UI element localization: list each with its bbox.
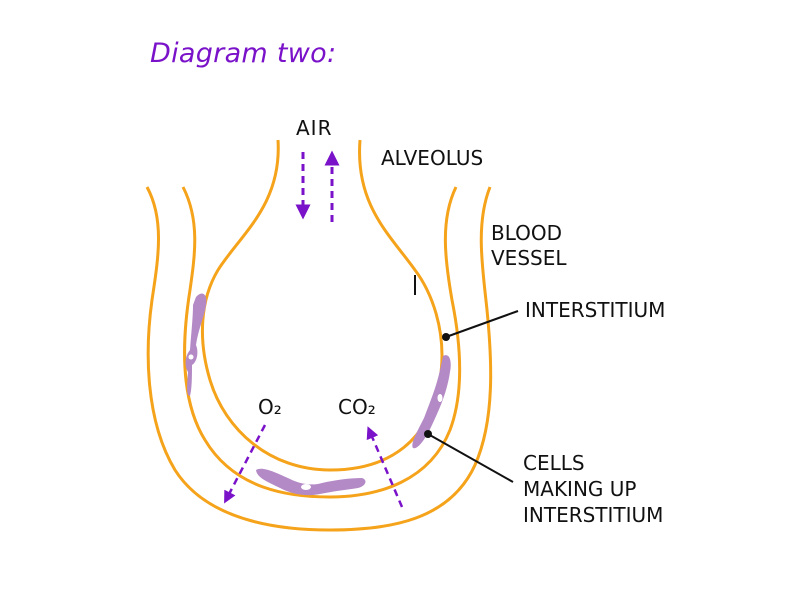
label-blood-vessel-1: BLOOD [491,221,562,245]
alveolus-wall [201,139,444,472]
label-interstitium: INTERSTITIUM [525,298,665,322]
label-air: AIR [296,116,332,140]
label-co2: CO₂ [338,395,376,419]
interstitium-wall [181,186,462,499]
interstitium-pointer-dot [442,333,450,341]
label-alveolus: ALVEOLUS [381,146,483,170]
cell-nucleus [437,394,443,402]
cells-leader [427,433,514,483]
label-cells-3: INTERSTITIUM [523,503,663,527]
co2-arrow [366,426,404,508]
cells-pointer-dot [424,430,432,438]
label-cells-1: CELLS [523,451,585,475]
o2-arrow [224,424,267,504]
interstitial-cell-right [412,355,451,449]
diagram-title: Diagram two: [150,38,337,69]
label-blood-vessel-2: VESSEL [491,246,567,270]
blood-vessel-wall [145,186,493,532]
interstitial-cell-bottom [256,468,366,496]
interstitium-leader [445,310,519,338]
cell-nucleus [301,484,311,490]
label-o2: O₂ [258,395,282,419]
cell-nucleus [188,354,194,360]
interstitial-cell-left [185,293,207,396]
label-cells-2: MAKING UP [523,477,636,501]
